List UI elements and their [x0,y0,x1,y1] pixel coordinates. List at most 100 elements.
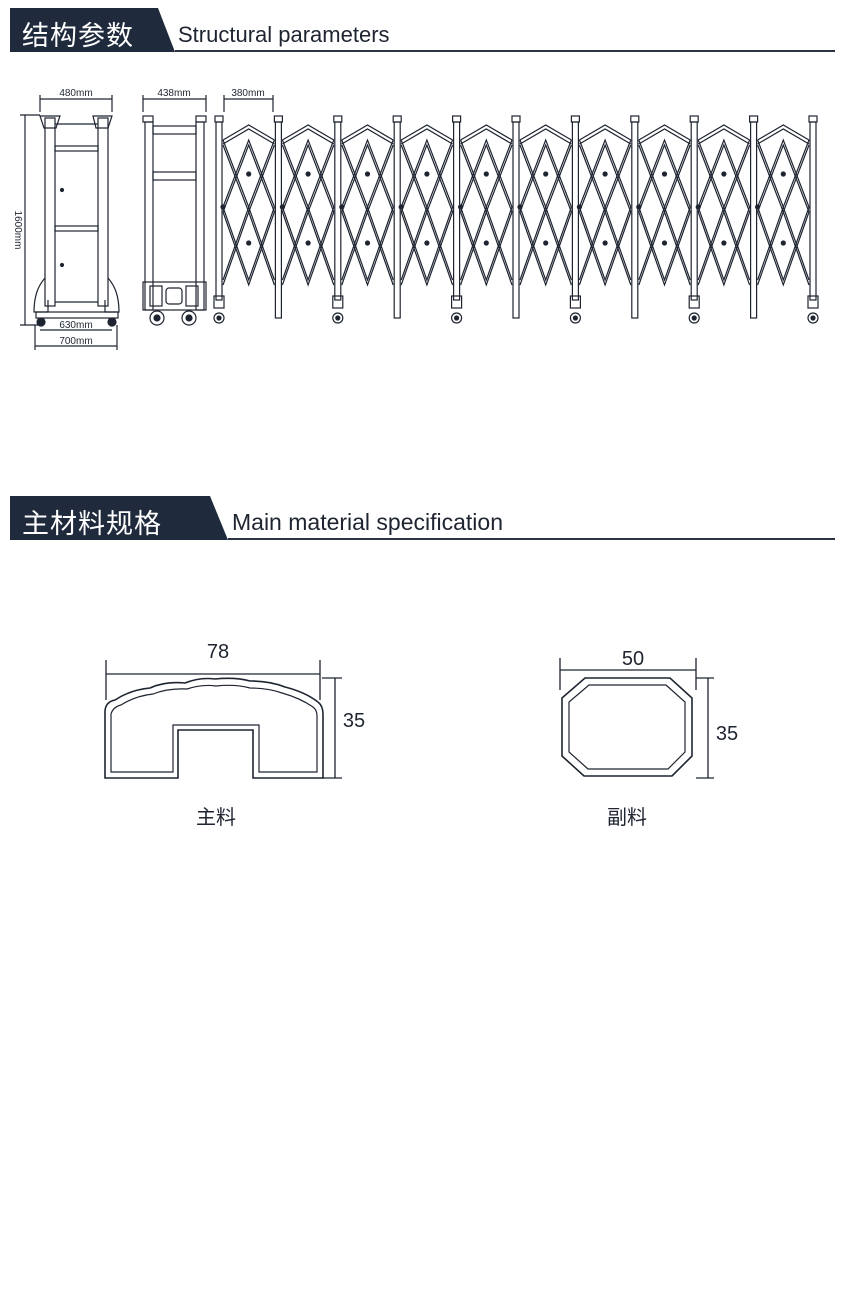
scissor-bar [757,205,810,281]
pivot [517,204,523,210]
wheel-housing [807,295,819,309]
section-rule [228,538,835,540]
wheel-hub [810,315,816,321]
pivot [721,171,727,177]
gate-post [393,121,401,319]
pivot [576,204,583,210]
scissor-bar [757,124,810,141]
dim-base-inner: 630mm [59,320,92,331]
pivot [780,240,786,246]
gate-post [631,121,639,319]
scissor-bar [638,211,691,287]
scissor-bar [578,138,632,208]
scissor-bar [341,124,394,141]
scissor-bar [400,144,454,214]
scissor-bar [281,205,335,281]
scissor-bar [579,124,632,141]
gate-post [274,121,282,319]
post-cap [748,115,759,123]
pivot [543,240,549,246]
pivot [398,204,404,210]
scissor-bar [341,138,394,208]
scissor-bar [341,205,394,281]
post-cap [630,115,640,123]
section-header-structural: 结构参数 Structural parameters [10,8,835,52]
scissor-bar [400,205,454,281]
scissor-bar [222,128,275,145]
scissor-bar [341,206,394,282]
scissor-bar [519,138,572,208]
scissor-bar [638,206,691,282]
scissor-bar [697,205,751,281]
pivot [424,240,430,246]
post-cap [808,115,818,123]
material-profiles: 78 35 主料 50 35 副料 [104,641,738,829]
wheel-hub [216,315,222,321]
pivot [246,240,252,246]
scissor-bar [519,210,572,286]
dim-front-width: 480mm [59,88,92,99]
scissor-bar [400,211,454,287]
scissor-bar [578,143,632,213]
scissor-bar [341,211,394,287]
scissor-bar [757,143,810,213]
scissor-bar [400,138,454,208]
scissor-bar [341,210,394,286]
scissor-bar [341,128,394,145]
scissor-bar [638,143,691,213]
scissor-bar [578,211,632,287]
gate-post [809,121,817,301]
scissor-bar [222,205,275,281]
scissor-bar [578,144,632,214]
wheel [688,312,700,324]
scissor-bar [222,144,275,214]
dim-base-outer: 700mm [59,336,92,347]
scissor-bar [519,211,572,287]
gate-post [334,121,342,301]
scissor-bar [400,128,453,145]
scissor-bar [222,124,275,141]
wheel-housing [332,295,344,309]
scissor-bar [460,210,513,286]
gate-post [571,121,580,301]
pivot [364,240,371,246]
pivot [364,171,371,177]
pivot [305,171,311,177]
main-height-label: 35 [343,710,365,732]
scissor-bar [281,211,335,287]
wheel-hub [691,315,697,321]
scissor-bar [281,144,335,214]
scissor-bar [519,143,572,213]
scissor-bar [222,210,275,286]
post-cap [689,115,699,123]
scissor-bar [400,143,454,213]
scissor-bar [638,205,691,281]
post-cap [273,115,283,123]
gate-post [215,121,223,301]
pivot [339,204,345,210]
scissor-bar [697,210,751,286]
wheel [332,312,344,324]
pivot [543,171,549,177]
pivot [483,171,489,177]
scissor-bar [282,128,335,145]
scissor-bar [400,206,454,282]
scissor-bar [757,144,810,214]
scissor-bar [638,144,691,214]
section-tab [10,496,228,540]
pivot [780,171,786,177]
section-rule [175,50,835,52]
scissor-bar [519,144,572,214]
main-width-label: 78 [207,641,229,663]
pivot [721,240,727,246]
scissor-bar [460,211,513,287]
pivot [458,204,464,210]
pivot [754,204,761,210]
scissor-bar [222,143,275,213]
dim-height: 1600mm [12,211,23,250]
side-view [142,115,207,326]
pivot [220,204,226,210]
scissor-bar [281,206,335,282]
scissor-bar [341,143,394,213]
wheel-housing [213,295,225,309]
